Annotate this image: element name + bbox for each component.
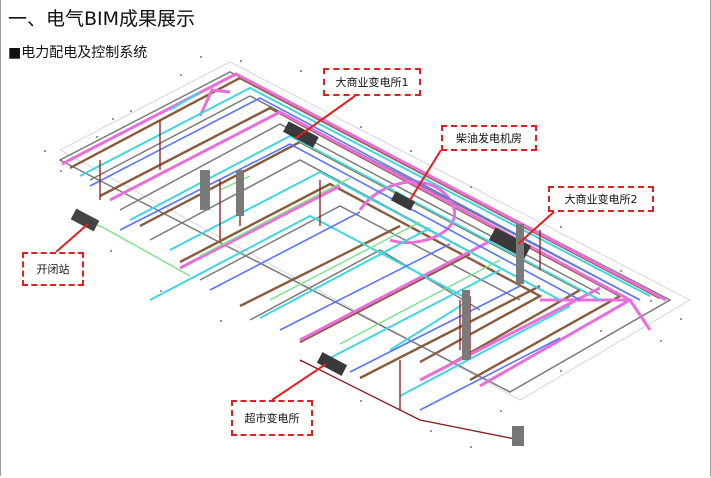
pink-cable-trays <box>61 72 667 388</box>
callout-leaders <box>55 95 557 401</box>
callout-switching-station: 开闭站 <box>22 252 84 286</box>
section-heading: ■电力配电及控制系统 <box>8 45 148 61</box>
callout-diesel-generator-room: 柴油发电机房 <box>441 125 537 151</box>
callout-supermarket-substation: 超市变电所 <box>231 400 313 436</box>
red-feeder-lines <box>99 120 541 441</box>
floor-slab-outline <box>59 61 691 401</box>
callout-substation-2: 大商业变电所2 <box>548 186 654 212</box>
blue-cable-trays <box>89 97 641 411</box>
gray-cable-trays <box>58 71 672 393</box>
cyan-cable-trays <box>79 86 651 397</box>
green-cable-trays <box>73 175 501 345</box>
callout-substation-1: 大商业变电所1 <box>323 68 421 96</box>
page-title: 一、电气BIM成果展示 <box>8 8 196 30</box>
